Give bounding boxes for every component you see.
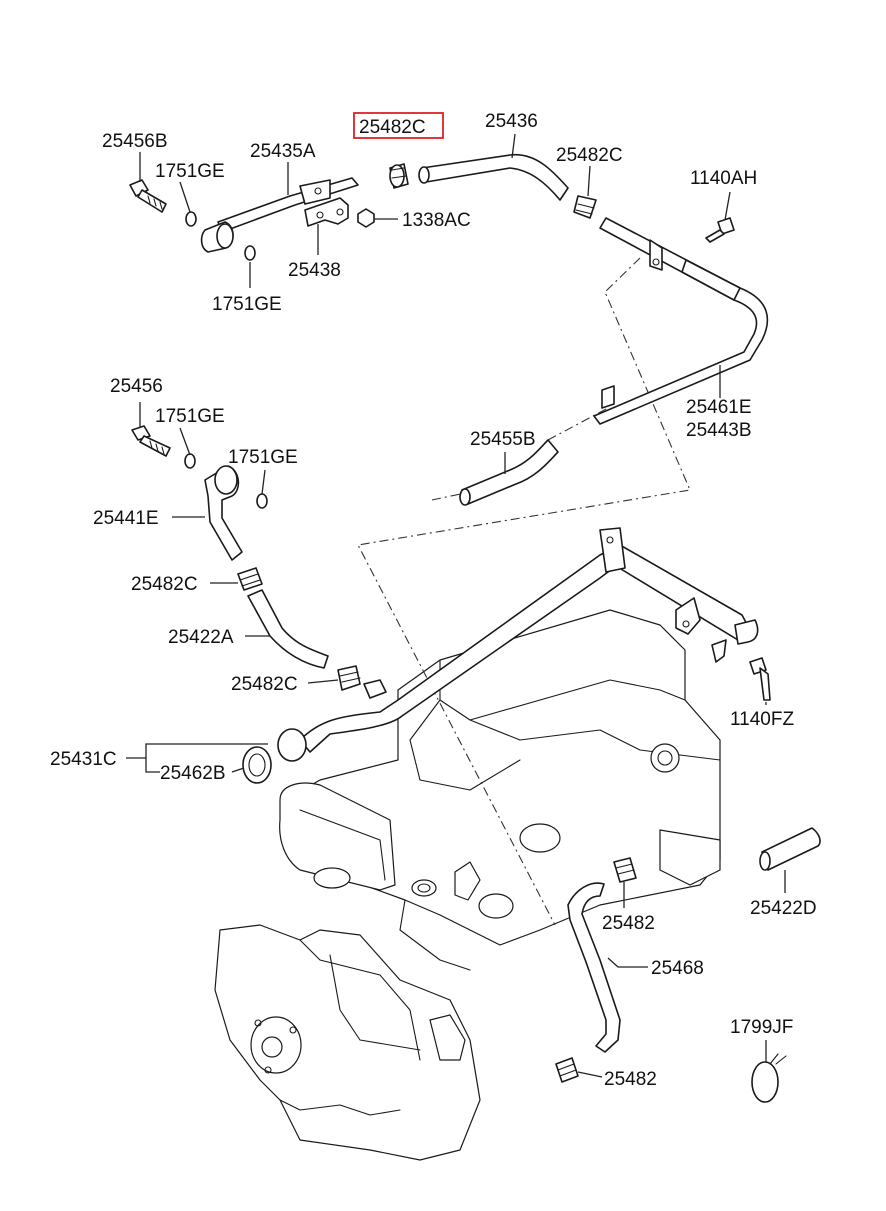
bolt-1140FZ <box>749 657 771 701</box>
label-25482C-highlighted[interactable]: 25482C <box>359 117 426 138</box>
engine-block-drawing <box>214 609 721 1161</box>
pipe-25431C <box>277 527 759 762</box>
bolt-25456 <box>131 425 171 457</box>
clamp-25482C-top <box>389 163 409 189</box>
fitting-small <box>363 679 387 699</box>
leader-lines <box>126 133 786 1078</box>
hose-25422A <box>247 589 329 669</box>
label-25456B[interactable]: 25456B <box>102 131 168 152</box>
hose-25436 <box>421 153 569 201</box>
label-1751GE-a[interactable]: 1751GE <box>155 161 225 182</box>
hose-25455B <box>461 439 559 505</box>
label-1751GE-d[interactable]: 1751GE <box>228 447 298 468</box>
label-25482-a[interactable]: 25482 <box>602 913 655 934</box>
label-25422A[interactable]: 25422A <box>168 627 234 648</box>
washer-1751GE-d <box>256 493 268 509</box>
hose-25436-end <box>418 166 430 184</box>
label-1751GE-c[interactable]: 1751GE <box>155 406 225 427</box>
washer-1751GE-a <box>185 211 197 227</box>
clamp-25482-b <box>555 1057 579 1083</box>
label-25482C-d[interactable]: 25482C <box>231 674 298 695</box>
clamp-25482-a <box>613 857 637 883</box>
label-25438[interactable]: 25438 <box>288 260 341 281</box>
pipe-bracket-25435A <box>200 177 359 253</box>
bolt-1140AH <box>705 217 735 243</box>
nut-1338AC <box>357 208 375 228</box>
label-25462B[interactable]: 25462B <box>160 763 226 784</box>
hose-25422D-end <box>759 851 771 871</box>
label-1751GE-b[interactable]: 1751GE <box>212 294 282 315</box>
hose-25455B-end <box>459 488 471 506</box>
label-25443B[interactable]: 25443B <box>686 420 752 441</box>
label-25456[interactable]: 25456 <box>110 376 163 397</box>
highlight-box <box>353 112 444 139</box>
label-25482C-c[interactable]: 25482C <box>131 574 198 595</box>
label-25455B[interactable]: 25455B <box>470 429 536 450</box>
label-25482C-b[interactable]: 25482C <box>556 145 623 166</box>
label-1799JF[interactable]: 1799JF <box>730 1017 793 1038</box>
pipe-25461E-25443B <box>593 217 769 425</box>
bracket-25438 <box>304 197 349 227</box>
label-1140AH[interactable]: 1140AH <box>690 168 757 189</box>
clamp-25482C-b <box>573 195 597 219</box>
label-25468[interactable]: 25468 <box>651 958 704 979</box>
label-25482-b[interactable]: 25482 <box>604 1069 657 1090</box>
label-25461E[interactable]: 25461E <box>686 397 752 418</box>
clamp-25482C-d <box>337 665 361 691</box>
gasket-25462B <box>242 746 272 784</box>
bolt-25456B <box>129 179 167 213</box>
clip-1799JF <box>751 1053 787 1103</box>
label-25435A[interactable]: 25435A <box>250 141 316 162</box>
hose-25468 <box>567 882 621 1053</box>
label-1338AC[interactable]: 1338AC <box>402 210 471 231</box>
washer-1751GE-c <box>184 453 196 469</box>
label-25436[interactable]: 25436 <box>485 111 538 132</box>
clamp-25482C-c <box>237 567 263 591</box>
pipe-25441E <box>204 465 243 561</box>
label-25422D[interactable]: 25422D <box>750 898 817 919</box>
hose-25422D <box>761 827 821 871</box>
label-25441E[interactable]: 25441E <box>93 508 159 529</box>
label-1140FZ[interactable]: 1140FZ <box>730 709 794 730</box>
label-25431C[interactable]: 25431C <box>50 749 117 770</box>
washer-1751GE-b <box>244 245 256 261</box>
